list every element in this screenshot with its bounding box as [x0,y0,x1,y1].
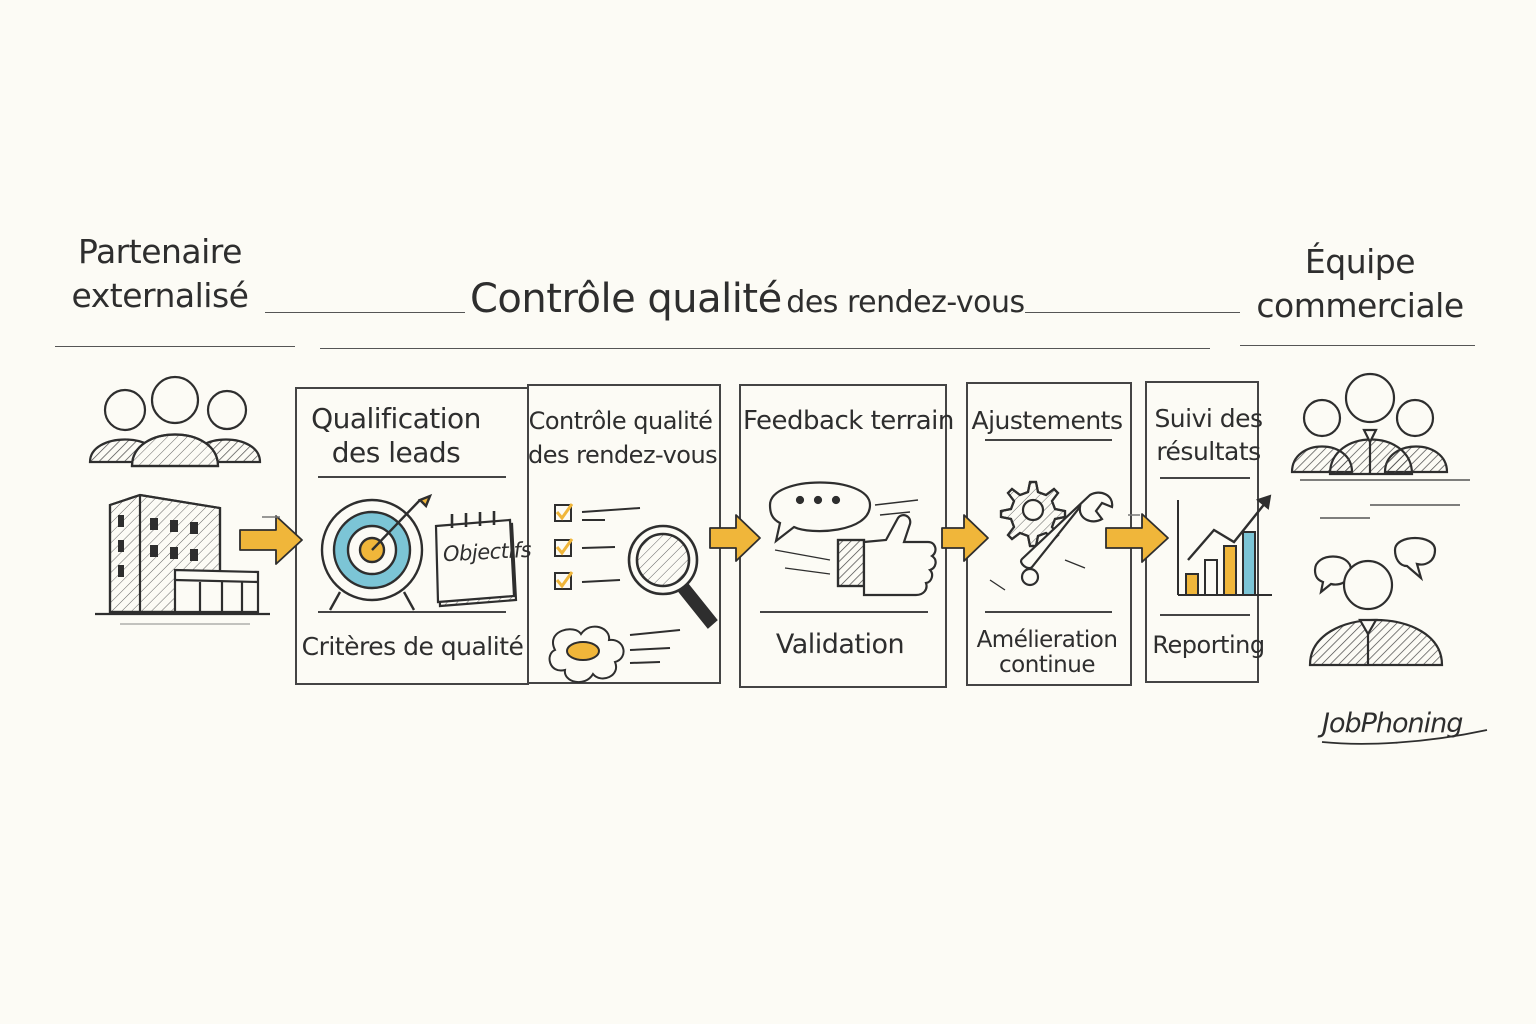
actor-right-line2: commerciale [1256,286,1464,325]
step-5-title-line2: résultats [1156,437,1261,466]
main-title: Contrôle qualité des rendez-vous [470,276,1030,336]
step-3-footer-line1: Validation [775,629,905,660]
magnifier-icon [627,524,718,629]
main-title-strong: Contrôle qualité [470,276,782,322]
rule-top-left [55,346,295,347]
actor-left-title: Partenaire externalisé [60,230,260,318]
title-rule-right [1025,312,1240,313]
main-title-rest: des rendez-vous [786,285,1025,320]
step-2-title: Contrôle qualité des rendez-vous [528,404,718,472]
step-1-footer-line1: Critères de qualité [301,632,524,661]
step-3-title-line1: Feedback terrain [743,406,954,436]
step-3-footer: Validation [740,628,940,662]
step-5-title-line1: Suivi des [1154,404,1263,433]
step-1-title-line1: Qualification [311,402,481,435]
building-icon [95,493,270,625]
arrow-right-icon [239,515,303,565]
step-5-title: Suivi des résultats [1146,402,1271,468]
actor-right-line1: Équipe [1304,242,1416,281]
step-3-title: Feedback terrain [743,404,954,438]
speech-bubble-icon [768,481,919,544]
arrow-right-icon [1105,513,1169,563]
step-1-footer: Critères de qualité [300,630,525,664]
rule-top-right [1240,345,1475,346]
step-1-title: Qualification des leads [296,402,496,470]
notepad-label: Objectifs [442,537,532,567]
wrench-icon [989,491,1114,591]
arrow-right-icon [941,514,989,562]
step-2-title-line1: Contrôle qualité [528,407,713,435]
brand-logo: JobPhoning [1322,708,1463,739]
step-2-title-line2: des rendez-vous [528,441,718,469]
target-icon [320,493,433,611]
checklist-icon [554,503,641,590]
bar-chart-icon [1177,494,1272,596]
arrow-right-icon [709,514,761,562]
notepad-icon [434,511,518,608]
group-people-icon [88,375,262,468]
brand-underline [1321,729,1488,745]
actor-right-title: Équipe commerciale [1250,240,1470,328]
rule-top-main [320,348,1210,349]
step-4-title-line1: Ajustements [971,406,1123,435]
step-5-footer-line1: Reporting [1152,631,1265,659]
business-team-icon [1290,372,1449,476]
actor-left-line2: externalisé [71,276,249,315]
actor-left-line1: Partenaire [78,232,242,271]
step-5-footer: Reporting [1146,628,1271,662]
step-4-footer: Amélieration continue [967,628,1127,678]
step-4-title: Ajustements [967,404,1127,438]
step-4-footer-line2: continue [998,652,1096,678]
title-rule-left [265,312,465,313]
flower-icon [548,625,681,684]
thumbs-up-icon [774,514,937,597]
step-4-footer-line1: Amélieration [976,627,1118,653]
step-1-title-line2: des leads [331,436,461,469]
talking-people-icon [1308,537,1444,667]
